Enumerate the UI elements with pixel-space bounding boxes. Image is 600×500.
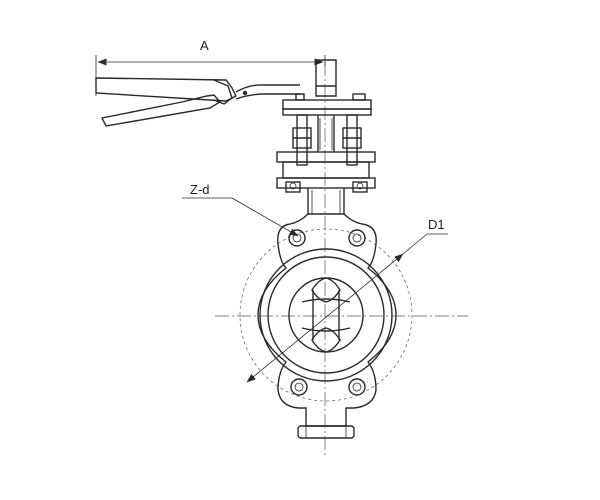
valve-body xyxy=(257,223,397,427)
diameter-label: D1 xyxy=(428,217,445,232)
valve-neck xyxy=(289,188,363,225)
top-flange xyxy=(276,151,376,193)
bolt-spec-callout: Z-d xyxy=(182,182,299,237)
bottom-boss xyxy=(297,425,355,439)
stem-yoke xyxy=(292,114,362,166)
bolt-spec-label: Z-d xyxy=(190,182,210,197)
gear-plate xyxy=(282,93,372,116)
diameter-d1: D1 xyxy=(246,217,448,383)
lever-handle xyxy=(95,59,337,127)
dimension-a: A xyxy=(95,38,326,96)
dimension-a-label: A xyxy=(200,38,209,53)
center-lines xyxy=(215,62,468,455)
